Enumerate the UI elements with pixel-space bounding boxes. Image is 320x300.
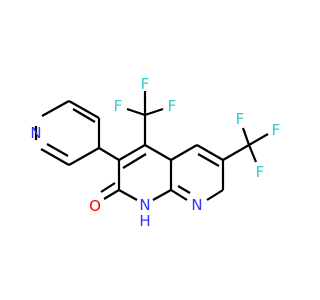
atom-f: F [236, 110, 245, 128]
bond [152, 189, 172, 201]
bond [98, 147, 120, 161]
atom-f: F [168, 97, 177, 115]
bond [46, 143, 69, 157]
bond [241, 127, 251, 146]
atom-nh: N [139, 196, 150, 214]
atom-f: F [272, 121, 281, 139]
bond [118, 189, 138, 201]
molecule-structure-diagram: N N H N O F F F F F F [30, 75, 280, 230]
atom-n-ring: N [191, 196, 202, 214]
atom-o: O [89, 197, 101, 215]
bond [222, 144, 250, 161]
atom-n-pyridine: N [30, 124, 41, 142]
bond [103, 189, 120, 200]
atom-f: F [114, 97, 123, 115]
atom-h: H [139, 212, 150, 230]
bond [118, 144, 146, 161]
bond [170, 189, 188, 201]
bond [68, 147, 100, 166]
bond [40, 148, 70, 166]
bond [197, 153, 220, 167]
bond [144, 107, 164, 117]
bond [100, 182, 116, 193]
atom-f: F [141, 75, 150, 93]
bond [177, 185, 191, 194]
bond [122, 153, 147, 169]
bond [170, 144, 198, 161]
bond [126, 107, 146, 117]
bond [248, 133, 269, 146]
bond [144, 144, 172, 161]
bond [68, 100, 100, 119]
atom-f: F [256, 163, 265, 181]
bonds [34, 91, 269, 201]
bond [247, 144, 258, 163]
bond [196, 144, 224, 161]
bond [206, 189, 224, 201]
bond [72, 108, 96, 123]
bond [41, 100, 70, 117]
atom-labels: N N H N O F F F F F F [30, 75, 280, 230]
